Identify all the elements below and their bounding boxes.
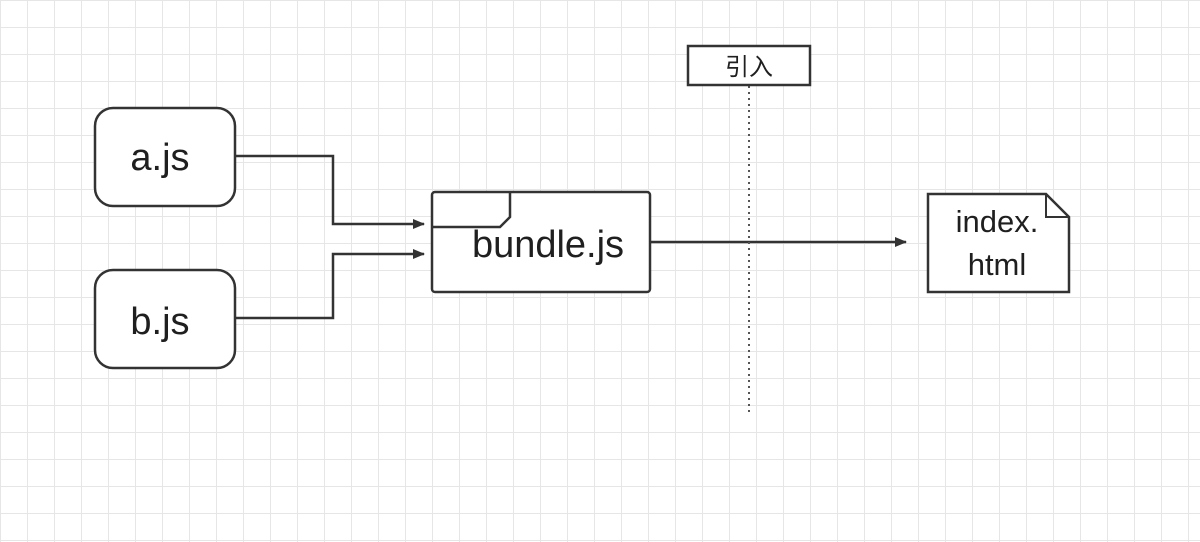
node-index-html[interactable]: index. html	[926, 192, 1071, 294]
node-bundle-js-label: bundle.js	[472, 224, 624, 266]
node-bundle-js[interactable]: bundle.js	[430, 190, 652, 294]
annotation-label-text: 引入	[725, 53, 773, 81]
node-a-js[interactable]: a.js	[93, 106, 237, 208]
node-index-html-label-line2: html	[968, 247, 1027, 282]
annotation-label[interactable]: 引入	[686, 44, 812, 87]
node-a-js-label: a.js	[130, 137, 189, 179]
node-b-js[interactable]: b.js	[93, 268, 237, 370]
connector-b-to-bundle	[235, 249, 425, 320]
node-index-html-label-line1: index.	[956, 204, 1039, 239]
node-b-js-label: b.js	[130, 301, 189, 343]
bundle-frame-tab	[432, 192, 512, 229]
connector-a-to-bundle	[235, 154, 425, 229]
document-folded-corner	[1045, 194, 1069, 218]
document-shape	[926, 192, 1071, 294]
